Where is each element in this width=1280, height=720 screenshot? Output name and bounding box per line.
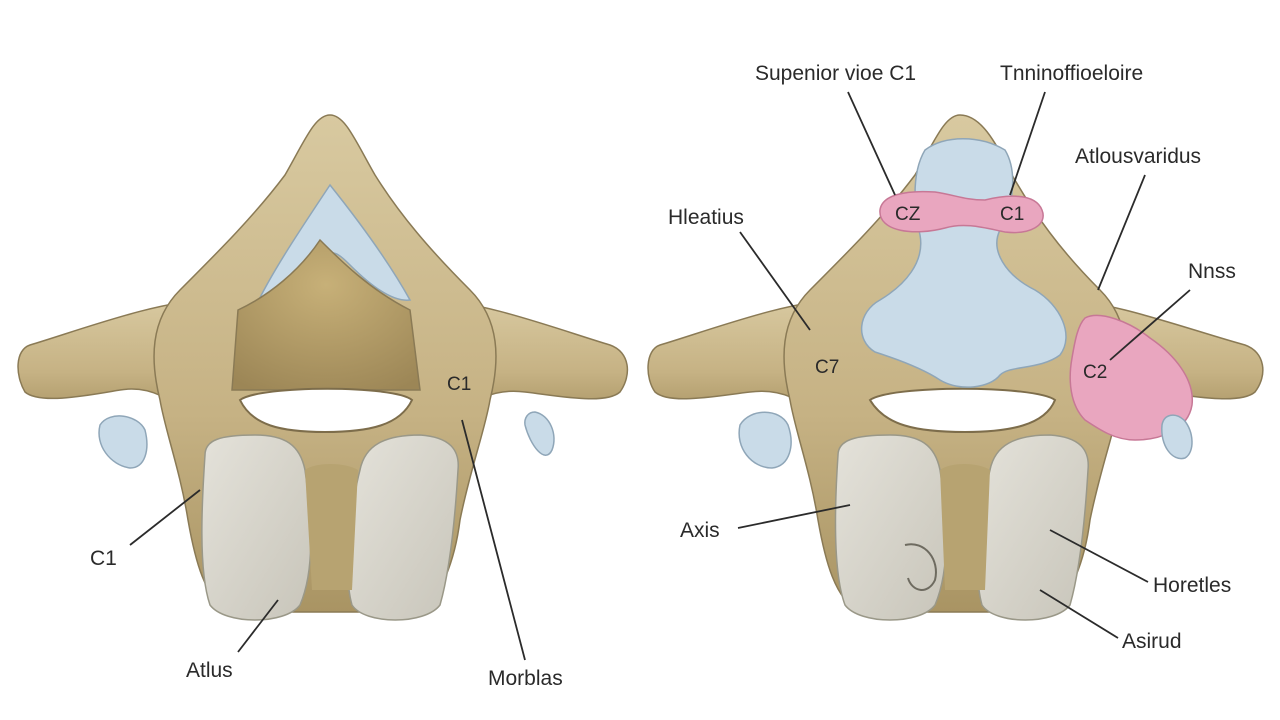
left-c1-outer-label: C1 bbox=[90, 547, 117, 570]
right-vertebra bbox=[647, 114, 1264, 621]
right-upper-right-leader bbox=[1097, 174, 1146, 291]
right-vertebral-foramen bbox=[868, 387, 1057, 434]
left-bottom-right-label: Morblas bbox=[488, 667, 563, 690]
right-c7-label: C7 bbox=[815, 357, 839, 378]
left-c1-inner-label: C1 bbox=[447, 374, 471, 395]
right-left-label: Hleatius bbox=[668, 206, 744, 229]
left-inferior-facet-right bbox=[347, 434, 459, 621]
left-side-facet-right bbox=[524, 411, 555, 456]
right-c2-side-label: C2 bbox=[1083, 362, 1107, 383]
right-right-label: Nnss bbox=[1188, 260, 1236, 283]
right-lower-right-1-leader bbox=[1049, 529, 1149, 583]
right-side-facet-right bbox=[1161, 414, 1193, 460]
left-spine-notch bbox=[305, 464, 358, 590]
right-c2-pink-label: CZ bbox=[895, 204, 921, 225]
right-c1-pink-label: C1 bbox=[1000, 204, 1024, 225]
right-c2-lateral-mass bbox=[1069, 314, 1193, 441]
right-top-right-leader bbox=[1009, 91, 1046, 196]
right-top-left-label: Supenior vioe C1 bbox=[755, 62, 916, 85]
left-inferior-facet-left bbox=[201, 434, 312, 621]
left-atlas-label: Atlus bbox=[186, 659, 233, 682]
left-bottom-right-leader bbox=[461, 419, 526, 661]
left-side-facet-left bbox=[98, 415, 148, 469]
left-vertebra bbox=[17, 114, 629, 621]
right-side-facet-left bbox=[738, 411, 792, 469]
right-lower-right-2-label: Asirud bbox=[1122, 630, 1182, 653]
right-left-leader bbox=[739, 231, 811, 331]
right-axis-leader bbox=[737, 504, 851, 529]
right-right-leader bbox=[1109, 289, 1191, 361]
right-facet-ring bbox=[904, 543, 937, 591]
right-top-left-leader bbox=[847, 91, 896, 196]
right-top-right-label: Tnninoffioeloire bbox=[1000, 62, 1143, 85]
right-transverse-ligament bbox=[879, 190, 1044, 234]
left-vertebral-foramen bbox=[238, 387, 414, 434]
right-lower-right-1-label: Horetles bbox=[1153, 574, 1231, 597]
right-inferior-facet-right bbox=[977, 434, 1089, 621]
right-upper-right-label: Atlousvaridus bbox=[1075, 145, 1201, 168]
right-inferior-facet-left bbox=[834, 434, 947, 621]
right-spine-notch bbox=[940, 464, 990, 590]
left-atlas-leader bbox=[237, 599, 279, 653]
right-axis-label: Axis bbox=[680, 519, 720, 542]
left-c1-leader bbox=[129, 489, 201, 546]
right-lower-right-2-leader bbox=[1039, 589, 1119, 639]
